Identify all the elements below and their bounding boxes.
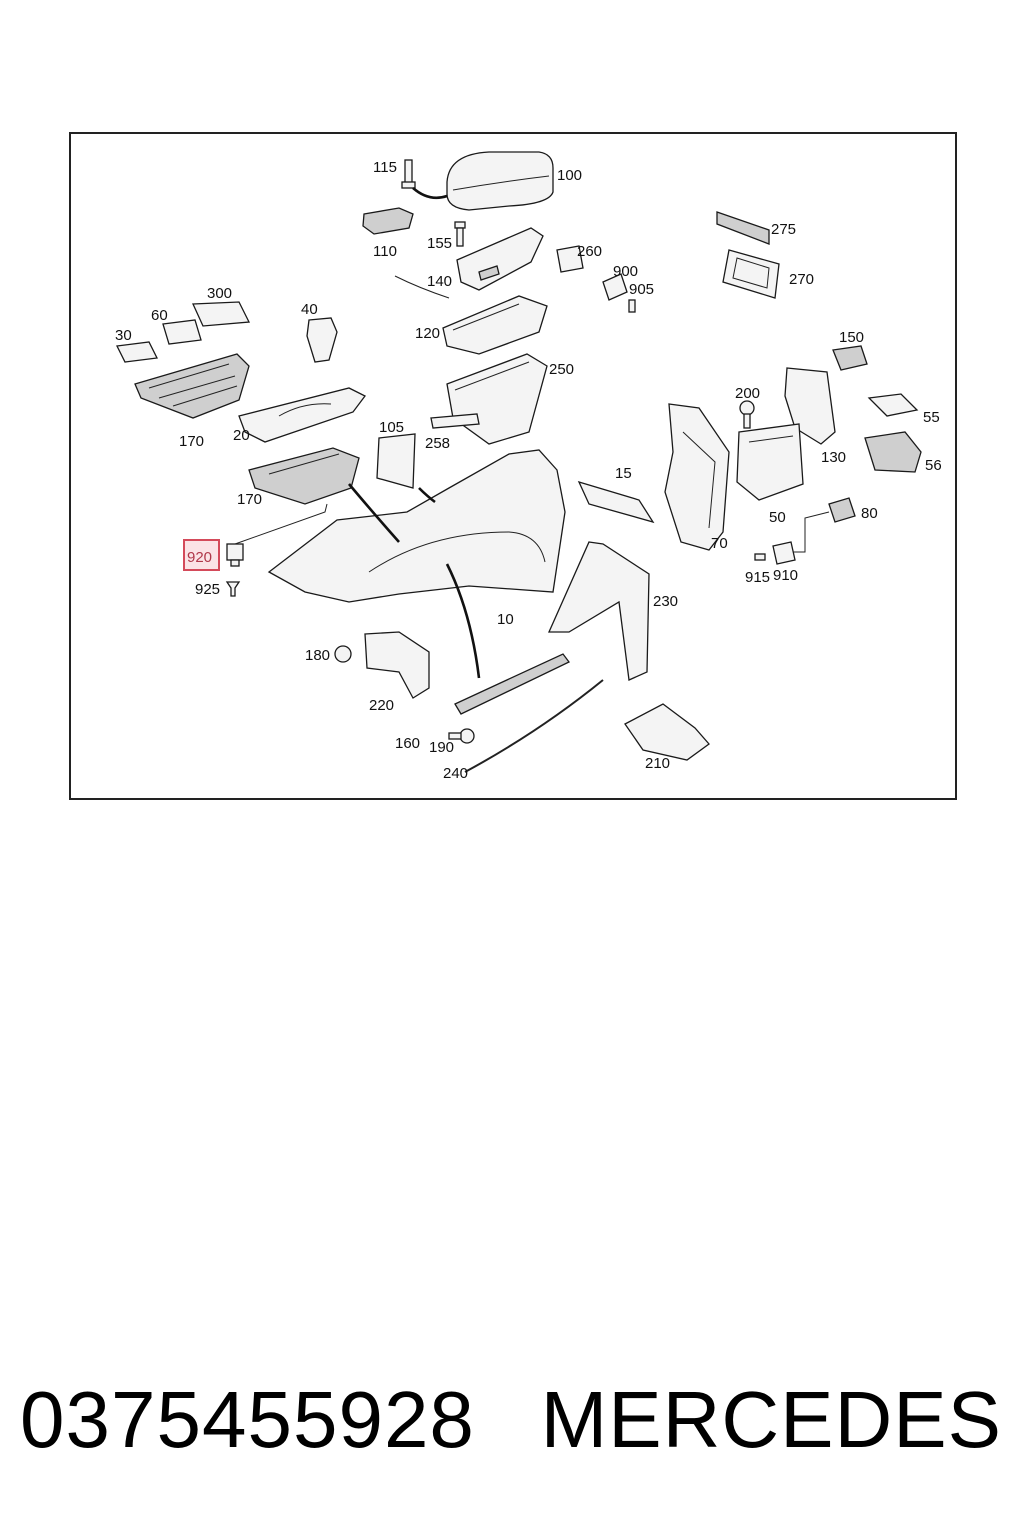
callout-240: 240 xyxy=(443,765,468,782)
callout-915: 915 xyxy=(745,569,770,586)
leader-110 xyxy=(394,275,450,299)
callout-155: 155 xyxy=(427,235,452,252)
part-240-cable xyxy=(464,679,604,773)
callout-170-upper: 170 xyxy=(179,433,204,450)
callout-900: 900 xyxy=(613,263,638,280)
callout-300: 300 xyxy=(207,285,232,302)
arrow-170-to-10 xyxy=(348,483,400,543)
part-155-screw xyxy=(454,221,466,247)
arrow-115-to-100 xyxy=(412,187,448,200)
callout-150: 150 xyxy=(839,329,864,346)
part-270-frame xyxy=(722,249,780,299)
callout-110: 110 xyxy=(373,243,397,260)
callout-258: 258 xyxy=(425,435,450,452)
part-905-pin xyxy=(628,299,636,313)
part-80-socket xyxy=(828,497,856,523)
part-70-side-panel xyxy=(664,403,730,551)
callout-56: 56 xyxy=(925,457,942,474)
callout-925: 925 xyxy=(195,581,220,598)
part-55-tray xyxy=(867,393,919,417)
callout-20: 20 xyxy=(233,427,250,444)
callout-260: 260 xyxy=(577,243,602,260)
arrow-105-to-10 xyxy=(418,487,436,504)
part-20-trim xyxy=(238,387,366,443)
part-170-insert-lower xyxy=(248,447,360,505)
callout-140: 140 xyxy=(427,273,452,290)
callout-270: 270 xyxy=(789,271,814,288)
callout-275: 275 xyxy=(771,221,796,238)
part-56-cup xyxy=(864,431,922,473)
part-260-switch xyxy=(556,245,584,273)
callout-905: 905 xyxy=(629,281,654,298)
callout-160: 160 xyxy=(395,735,420,752)
callout-40: 40 xyxy=(301,301,318,318)
part-220-bracket xyxy=(364,631,430,699)
callout-910: 910 xyxy=(773,567,798,584)
part-170-tray-upper xyxy=(134,353,250,419)
callout-100: 100 xyxy=(557,167,582,184)
callout-50: 50 xyxy=(769,509,786,526)
part-120-tray xyxy=(442,295,548,355)
part-190-screw xyxy=(448,728,475,744)
part-15-bracket xyxy=(577,480,655,524)
part-250-bin xyxy=(446,353,548,445)
callout-180: 180 xyxy=(305,647,330,664)
callout-105: 105 xyxy=(379,419,404,436)
callout-60: 60 xyxy=(151,307,168,324)
callout-30: 30 xyxy=(115,327,132,344)
callout-210: 210 xyxy=(645,755,670,772)
part-230-support xyxy=(547,541,650,681)
part-40-holder xyxy=(306,317,338,363)
brand-name: MERCEDES xyxy=(540,1375,1002,1464)
part-900-bracket xyxy=(602,273,628,301)
part-300-mat xyxy=(192,301,251,327)
callout-170-lower: 170 xyxy=(237,491,262,508)
callout-920[interactable]: 920 xyxy=(187,549,212,566)
part-210-bracket xyxy=(624,703,710,761)
part-50-box xyxy=(736,423,804,501)
part-910-adapter xyxy=(772,541,796,565)
part-number: 0375455928 xyxy=(20,1375,475,1464)
part-258-clip xyxy=(430,413,480,429)
callout-130: 130 xyxy=(821,449,846,466)
part-920-clip xyxy=(226,543,244,567)
footer: 0375455928 MERCEDES xyxy=(0,1365,1024,1475)
part-925-pin xyxy=(225,581,241,597)
leader-920-170 xyxy=(234,503,328,545)
callout-55: 55 xyxy=(923,409,940,426)
part-105-panel xyxy=(376,433,416,489)
part-140-tray-cover xyxy=(456,227,544,291)
callout-70: 70 xyxy=(711,535,728,552)
part-150-knob xyxy=(832,345,868,371)
callout-80: 80 xyxy=(861,505,878,522)
part-180-nut xyxy=(334,645,352,663)
callout-200: 200 xyxy=(735,385,760,402)
callout-10: 10 xyxy=(497,611,514,628)
parts-diagram: 115 100 110 155 140 260 900 905 275 270 … xyxy=(115,151,942,782)
callout-120: 120 xyxy=(415,325,440,342)
diagram-frame xyxy=(69,132,957,800)
callout-190: 190 xyxy=(429,739,454,756)
part-10-console xyxy=(267,449,566,603)
arrow-160-to-10 xyxy=(445,563,481,679)
part-60-mat xyxy=(162,319,202,345)
part-30-mat xyxy=(116,341,158,363)
callout-220: 220 xyxy=(369,697,394,714)
callout-230: 230 xyxy=(653,593,678,610)
part-100-armrest-lid xyxy=(446,151,554,211)
leader-910-80 xyxy=(793,511,830,553)
part-915-pin xyxy=(754,553,766,561)
part-115-bolt xyxy=(401,159,416,189)
part-110-hinge xyxy=(362,207,414,235)
part-200-screw xyxy=(739,400,755,429)
part-160-rail xyxy=(454,653,570,715)
highlight-box-920 xyxy=(183,539,220,571)
callout-250: 250 xyxy=(549,361,574,378)
callout-115: 115 xyxy=(373,159,397,176)
callout-15: 15 xyxy=(615,465,632,482)
part-275-grille xyxy=(716,211,770,245)
